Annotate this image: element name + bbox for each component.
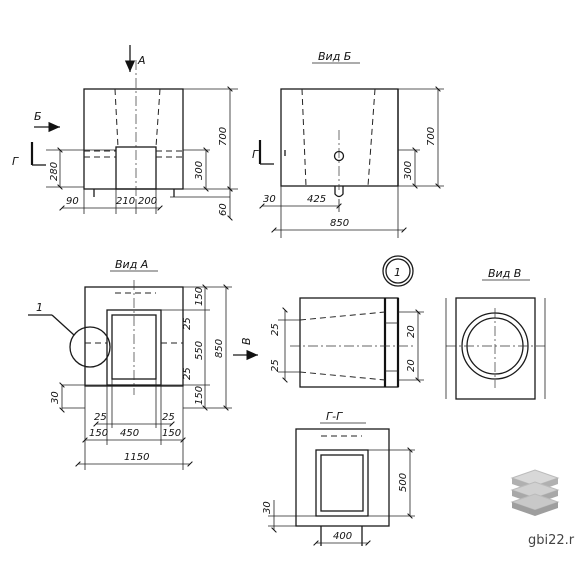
section-dim-500: 500: [398, 473, 409, 492]
detail-dim-25-a: 25: [270, 323, 281, 336]
view-b-title: Вид Б: [318, 50, 351, 63]
dim-90: 90: [66, 196, 79, 207]
detail-dim-20-a: 20: [406, 325, 417, 338]
gbi-logo-icon: [510, 469, 560, 516]
view-a-title: Вид А: [115, 258, 148, 271]
dim-25-a: 25: [182, 317, 193, 330]
dim-150-a: 150: [194, 287, 205, 306]
view-a: Вид А 1 В 150 550 150 25 25 850 30: [28, 258, 258, 470]
dim-850-top: 850: [330, 218, 349, 229]
dim-1150: 1150: [124, 452, 149, 463]
dim-280: 280: [49, 162, 60, 181]
section-dim-30: 30: [262, 501, 273, 514]
site-watermark: gbi22.ru: [528, 533, 575, 548]
dim-425: 425: [307, 194, 326, 205]
detail-marker: 1: [394, 266, 401, 279]
dim-150-c: 150: [89, 428, 108, 439]
dim-550: 550: [194, 341, 205, 360]
dim-150-b: 150: [194, 386, 205, 405]
detail-1: 1 25 25 20 20: [270, 255, 424, 388]
detail-dim-25-b: 25: [270, 359, 281, 372]
dim-300-left: 300: [194, 161, 205, 180]
section-g-right-label: Г: [252, 148, 259, 161]
view-v: Вид В: [445, 267, 546, 400]
section-title: Г-Г: [326, 410, 343, 423]
dim-30-a: 30: [50, 391, 61, 404]
section-g-left-label: Г: [12, 155, 19, 168]
dim-200: 200: [138, 196, 157, 207]
front-view: А Б Г 280 90 210 200 700 300 60: [12, 45, 238, 221]
dim-25-c: 25: [94, 412, 107, 423]
dim-210: 210: [116, 196, 135, 207]
section-g-g: Г-Г 500 30 400: [262, 410, 415, 546]
dim-25-b: 25: [182, 367, 193, 380]
dim-700-right: 700: [426, 127, 437, 146]
section-dim-400: 400: [333, 531, 352, 542]
callout-1-label: 1: [36, 301, 43, 314]
dim-850-a: 850: [214, 339, 225, 358]
arrow-a-label: А: [137, 54, 146, 67]
dim-60: 60: [218, 203, 229, 216]
dim-300-right: 300: [403, 161, 414, 180]
dim-25-d: 25: [162, 412, 175, 423]
dim-700-left: 700: [218, 127, 229, 146]
dim-30-right: 30: [263, 194, 276, 205]
arrow-v-label: В: [240, 337, 253, 345]
view-v-title: Вид В: [488, 267, 521, 280]
dim-450: 450: [120, 428, 139, 439]
dim-150-d: 150: [162, 428, 181, 439]
arrow-b-label: Б: [34, 110, 42, 123]
detail-dim-20-b: 20: [406, 359, 417, 372]
view-b: Вид Б Г 700 300 30 425 850: [252, 50, 444, 238]
